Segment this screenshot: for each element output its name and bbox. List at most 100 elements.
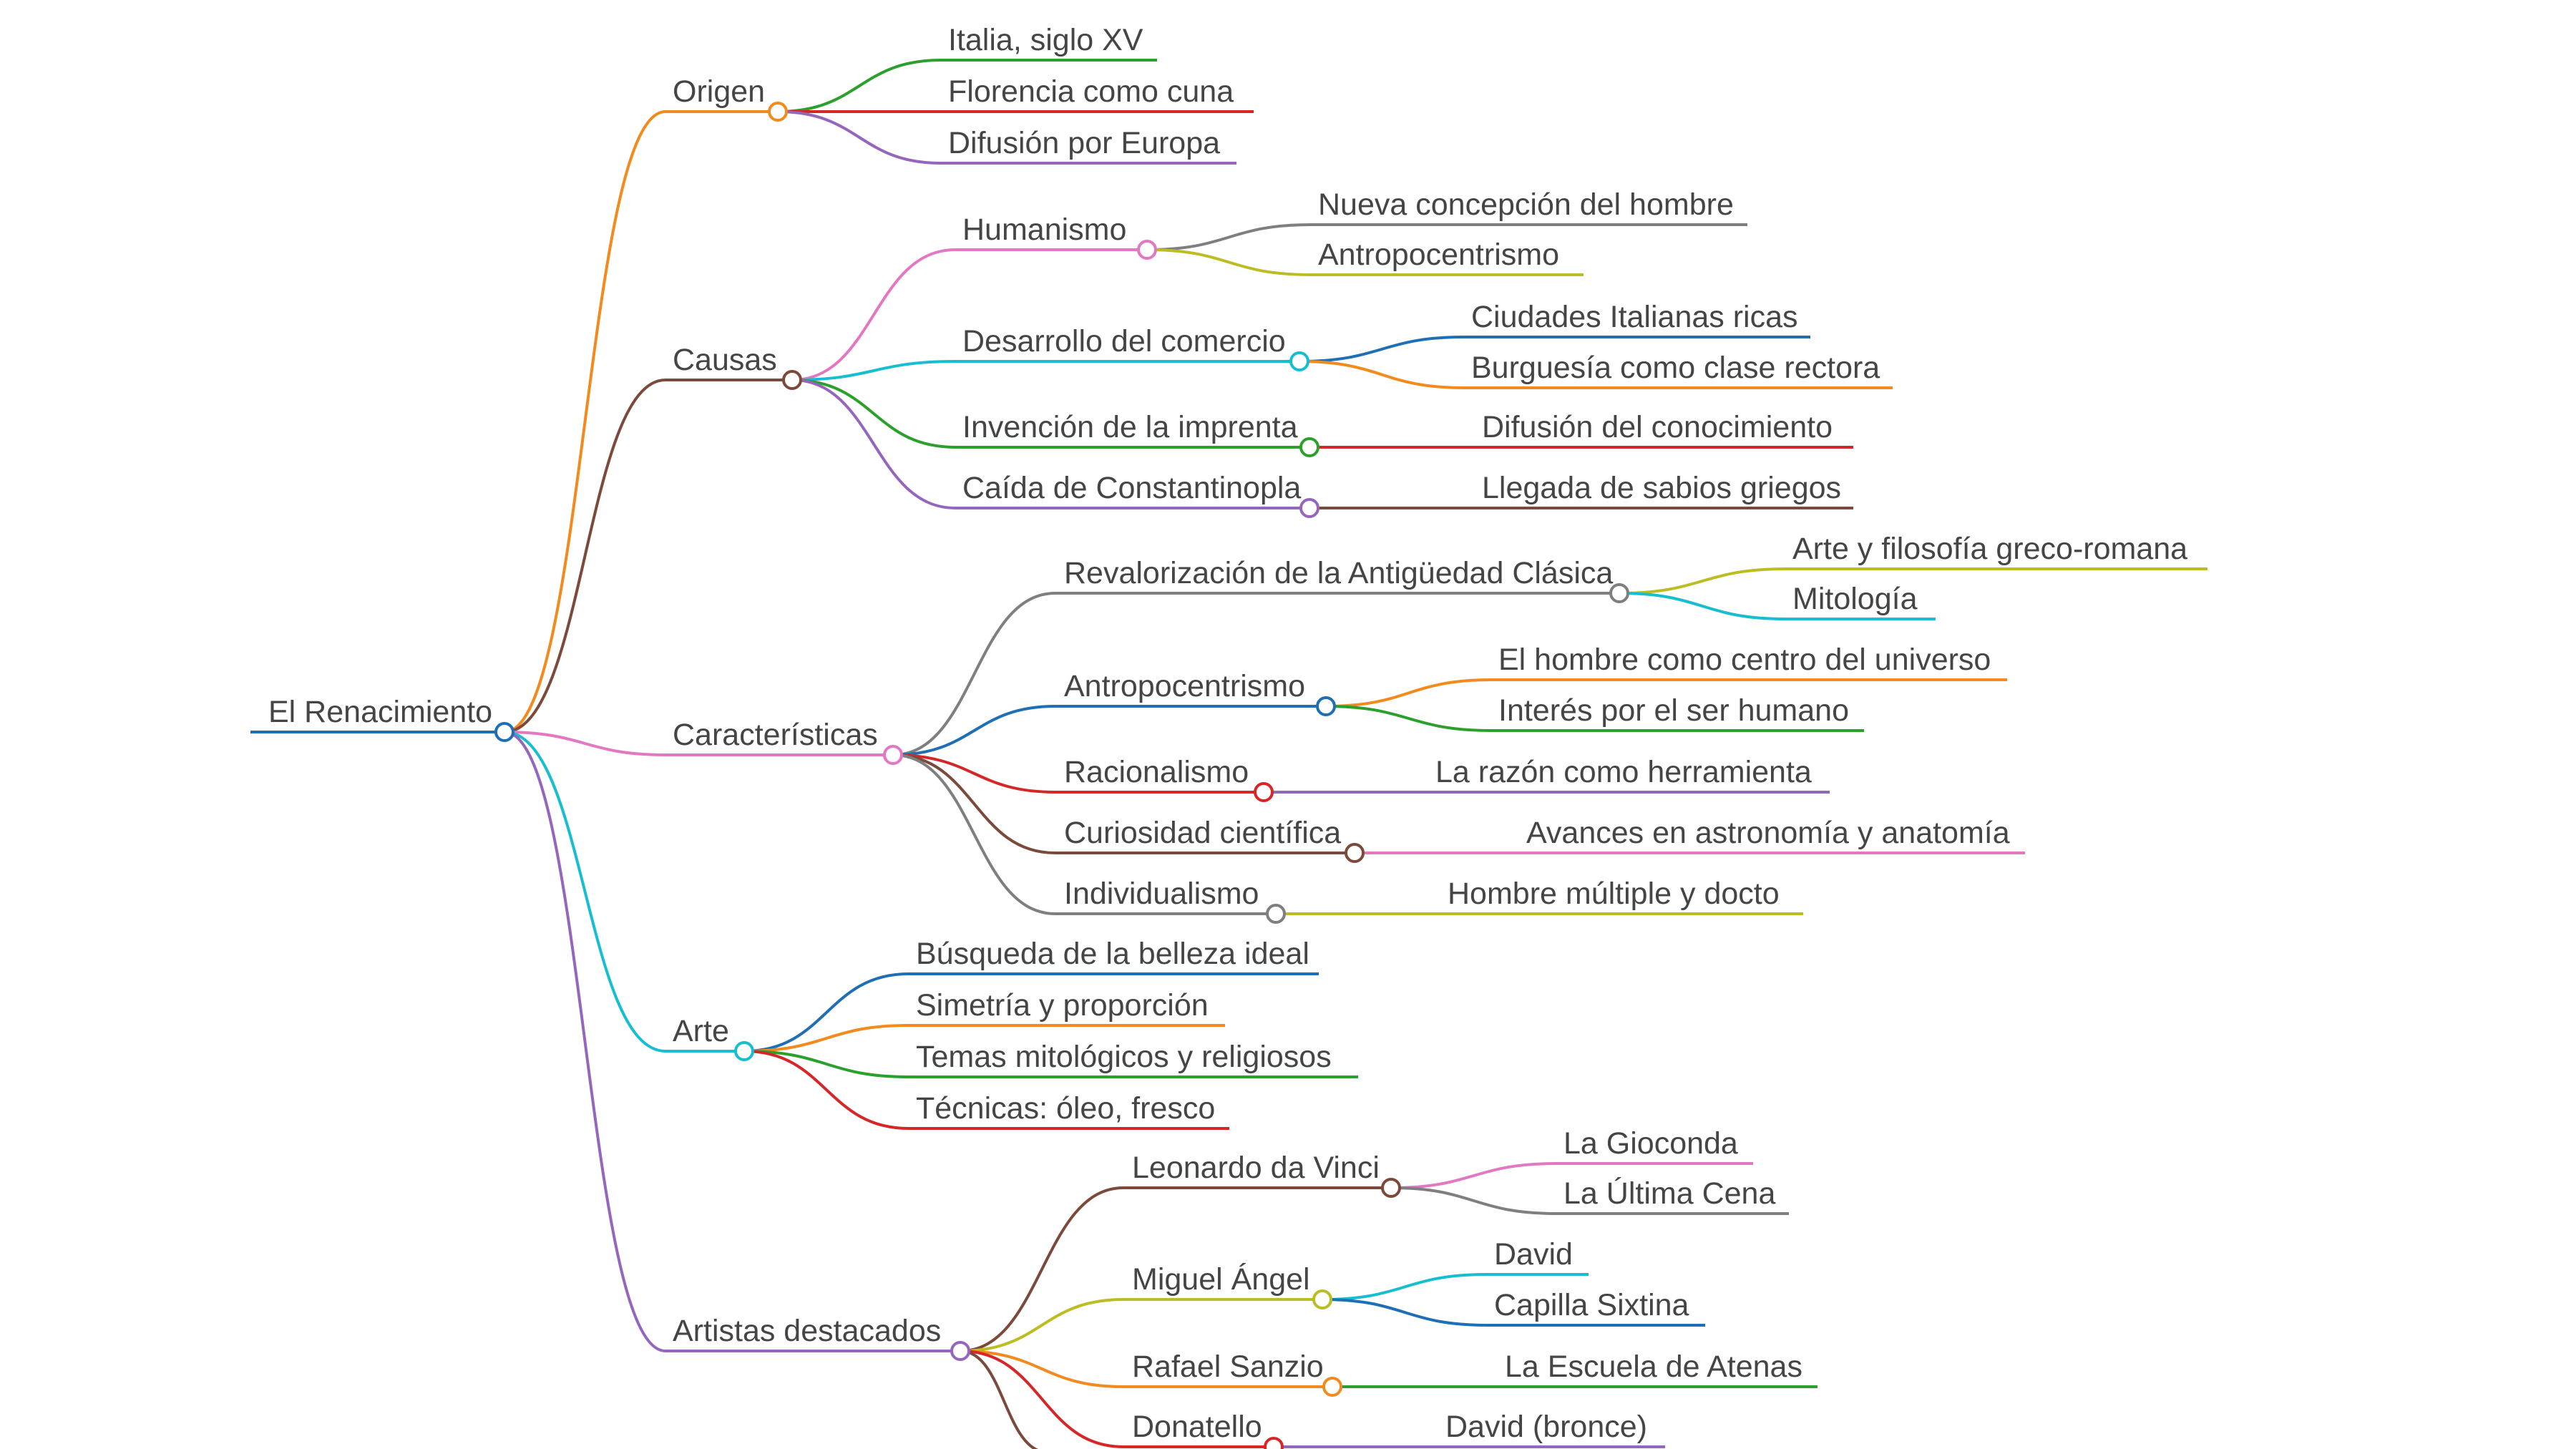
leaf-simetria-y-proporcion: Simetría y proporción — [916, 988, 1209, 1023]
leaf-temas-mitologicos-y-religiosos: Temas mitológicos y religiosos — [916, 1040, 1332, 1074]
node-artistas-destacados: Artistas destacados — [673, 1314, 941, 1348]
node-arte: Arte — [673, 1014, 729, 1048]
connector-artistas-destacados — [504, 731, 666, 1352]
connector-la-gioconda — [1390, 1162, 1557, 1189]
node-toggle-miguel-angel[interactable] — [1312, 1289, 1332, 1309]
leaf-capilla-sixtina: Capilla Sixtina — [1494, 1288, 1689, 1322]
node-toggle-curiosidad-cientifica[interactable] — [1345, 843, 1365, 863]
node-toggle-origen[interactable] — [768, 102, 788, 122]
connector-nueva-concepcion-del-hombre — [1146, 223, 1312, 251]
connector-revalorizacion-de-la-antiguedad-clasica — [892, 592, 1056, 756]
connector-temas-mitologicos-y-religiosos — [743, 1050, 909, 1078]
node-toggle-racionalismo[interactable] — [1254, 782, 1274, 802]
connector-rafael-sanzio — [960, 1350, 1124, 1388]
leaf-david: David — [1494, 1237, 1573, 1272]
connector-caida-de-constantinopla — [791, 379, 956, 509]
node-invencion-de-la-imprenta: Invención de la imprenta — [962, 410, 1298, 444]
connector-tecnicas-oleo-fresco — [743, 1050, 909, 1130]
connector-interes-por-el-ser-humano — [1325, 705, 1492, 732]
connector-antropocentrismo — [892, 705, 1056, 756]
node-toggle-desarrollo-del-comercio[interactable] — [1289, 351, 1309, 371]
node-toggle-caracteristicas[interactable] — [883, 745, 903, 765]
leaf-david-bronce: David (bronce) — [1445, 1410, 1647, 1444]
node-desarrollo-del-comercio: Desarrollo del comercio — [962, 324, 1286, 358]
root-node-label: El Renacimiento — [268, 695, 492, 729]
leaf-mitologia: Mitología — [1792, 582, 1918, 616]
leaf-busqueda-de-la-belleza-ideal: Búsqueda de la belleza ideal — [916, 937, 1309, 971]
node-caida-de-constantinopla: Caída de Constantinopla — [962, 471, 1301, 505]
connector-difusion-por-europa — [777, 110, 942, 165]
node-revalorizacion-de-la-antiguedad-clasica: Revalorización de la Antigüedad Clásica — [1064, 556, 1613, 590]
connector-antropocentrismo — [1146, 248, 1312, 276]
leaf-llegada-de-sabios-griegos: Llegada de sabios griegos — [1482, 471, 1841, 505]
node-curiosidad-cientifica: Curiosidad científica — [1064, 816, 1341, 850]
leaf-nueva-concepcion-del-hombre: Nueva concepción del hombre — [1318, 187, 1734, 222]
connector-la-ultima-cena — [1390, 1186, 1557, 1215]
node-toggle-antropocentrismo[interactable] — [1316, 696, 1336, 716]
node-antropocentrismo: Antropocentrismo — [1064, 669, 1305, 703]
node-causas: Causas — [673, 343, 777, 377]
leaf-difusion-del-conocimiento: Difusión del conocimiento — [1482, 410, 1833, 444]
connector-invencion-de-la-imprenta — [791, 379, 956, 449]
node-miguel-angel: Miguel Ángel — [1132, 1262, 1310, 1297]
connector-ciudades-italianas-ricas — [1299, 336, 1465, 363]
leaf-antropocentrismo: Antropocentrismo — [1318, 238, 1559, 272]
leaf-la-escuela-de-atenas: La Escuela de Atenas — [1505, 1350, 1802, 1384]
connector-mitologia — [1619, 592, 1786, 620]
leaf-arte-y-filosofia-greco-romana: Arte y filosofía greco-romana — [1792, 532, 2187, 566]
connector-causas — [504, 379, 666, 733]
connector-leonardo-da-vinci — [960, 1186, 1124, 1352]
mindmap-connectors — [250, 59, 2207, 1449]
connector-desarrollo-del-comercio — [791, 360, 956, 381]
node-toggle-caida-de-constantinopla[interactable] — [1299, 498, 1319, 518]
node-toggle-leonardo-da-vinci[interactable] — [1381, 1178, 1401, 1198]
node-toggle-donatello[interactable] — [1264, 1437, 1284, 1449]
connector-italia-siglo-xv — [777, 59, 942, 113]
connector-curiosidad-cientifica — [892, 753, 1056, 854]
node-toggle-artistas-destacados[interactable] — [950, 1341, 970, 1361]
connector-individualismo — [892, 753, 1056, 915]
node-toggle-humanismo[interactable] — [1137, 240, 1157, 260]
leaf-florencia-como-cuna: Florencia como cuna — [948, 74, 1234, 109]
connector-humanismo — [791, 248, 956, 381]
node-toggle-causas[interactable] — [782, 370, 802, 390]
leaf-el-hombre-como-centro-del-universo: El hombre como centro del universo — [1498, 643, 1991, 677]
node-toggle-arte[interactable] — [734, 1041, 754, 1061]
leaf-burguesia-como-clase-rectora: Burguesía como clase rectora — [1471, 351, 1880, 385]
node-individualismo: Individualismo — [1064, 877, 1259, 911]
leaf-italia-siglo-xv: Italia, siglo XV — [948, 23, 1143, 57]
node-humanismo: Humanismo — [962, 213, 1126, 247]
connector-arte-y-filosofia-greco-romana — [1619, 567, 1786, 595]
connector-simetria-y-proporcion — [743, 1024, 909, 1053]
root-node-toggle[interactable] — [494, 722, 514, 742]
node-toggle-individualismo[interactable] — [1266, 904, 1286, 924]
connector-burguesia-como-clase-rectora — [1299, 360, 1465, 389]
leaf-hombre-multiple-y-docto: Hombre múltiple y docto — [1448, 877, 1780, 911]
connector-caracteristicas — [504, 731, 666, 756]
leaf-la-ultima-cena: La Última Cena — [1563, 1176, 1775, 1211]
node-toggle-revalorizacion-de-la-antiguedad-clasica[interactable] — [1609, 583, 1629, 603]
connector-arte — [504, 731, 666, 1053]
node-toggle-invencion-de-la-imprenta[interactable] — [1299, 437, 1319, 457]
leaf-la-gioconda: La Gioconda — [1563, 1126, 1738, 1161]
connector-donatello — [960, 1350, 1124, 1448]
node-toggle-rafael-sanzio[interactable] — [1322, 1377, 1342, 1397]
connector-unlabeled — [960, 1350, 1039, 1449]
node-donatello: Donatello — [1132, 1410, 1262, 1444]
leaf-interes-por-el-ser-humano: Interés por el ser humano — [1498, 693, 1849, 728]
node-rafael-sanzio: Rafael Sanzio — [1132, 1350, 1324, 1384]
node-racionalismo: Racionalismo — [1064, 755, 1249, 789]
leaf-ciudades-italianas-ricas: Ciudades Italianas ricas — [1471, 300, 1798, 334]
connector-miguel-angel — [960, 1298, 1124, 1352]
connector-busqueda-de-la-belleza-ideal — [743, 972, 909, 1053]
node-caracteristicas: Características — [673, 718, 878, 752]
node-origen: Origen — [673, 74, 765, 109]
connector-david — [1322, 1273, 1488, 1301]
connector-racionalismo — [892, 753, 1056, 794]
connector-origen — [504, 110, 666, 733]
leaf-la-razon-como-herramienta: La razón como herramienta — [1435, 755, 1812, 789]
leaf-avances-en-astronomia-y-anatomia: Avances en astronomía y anatomía — [1526, 816, 2010, 850]
leaf-difusion-por-europa: Difusión por Europa — [948, 126, 1220, 160]
node-leonardo-da-vinci: Leonardo da Vinci — [1132, 1151, 1380, 1185]
